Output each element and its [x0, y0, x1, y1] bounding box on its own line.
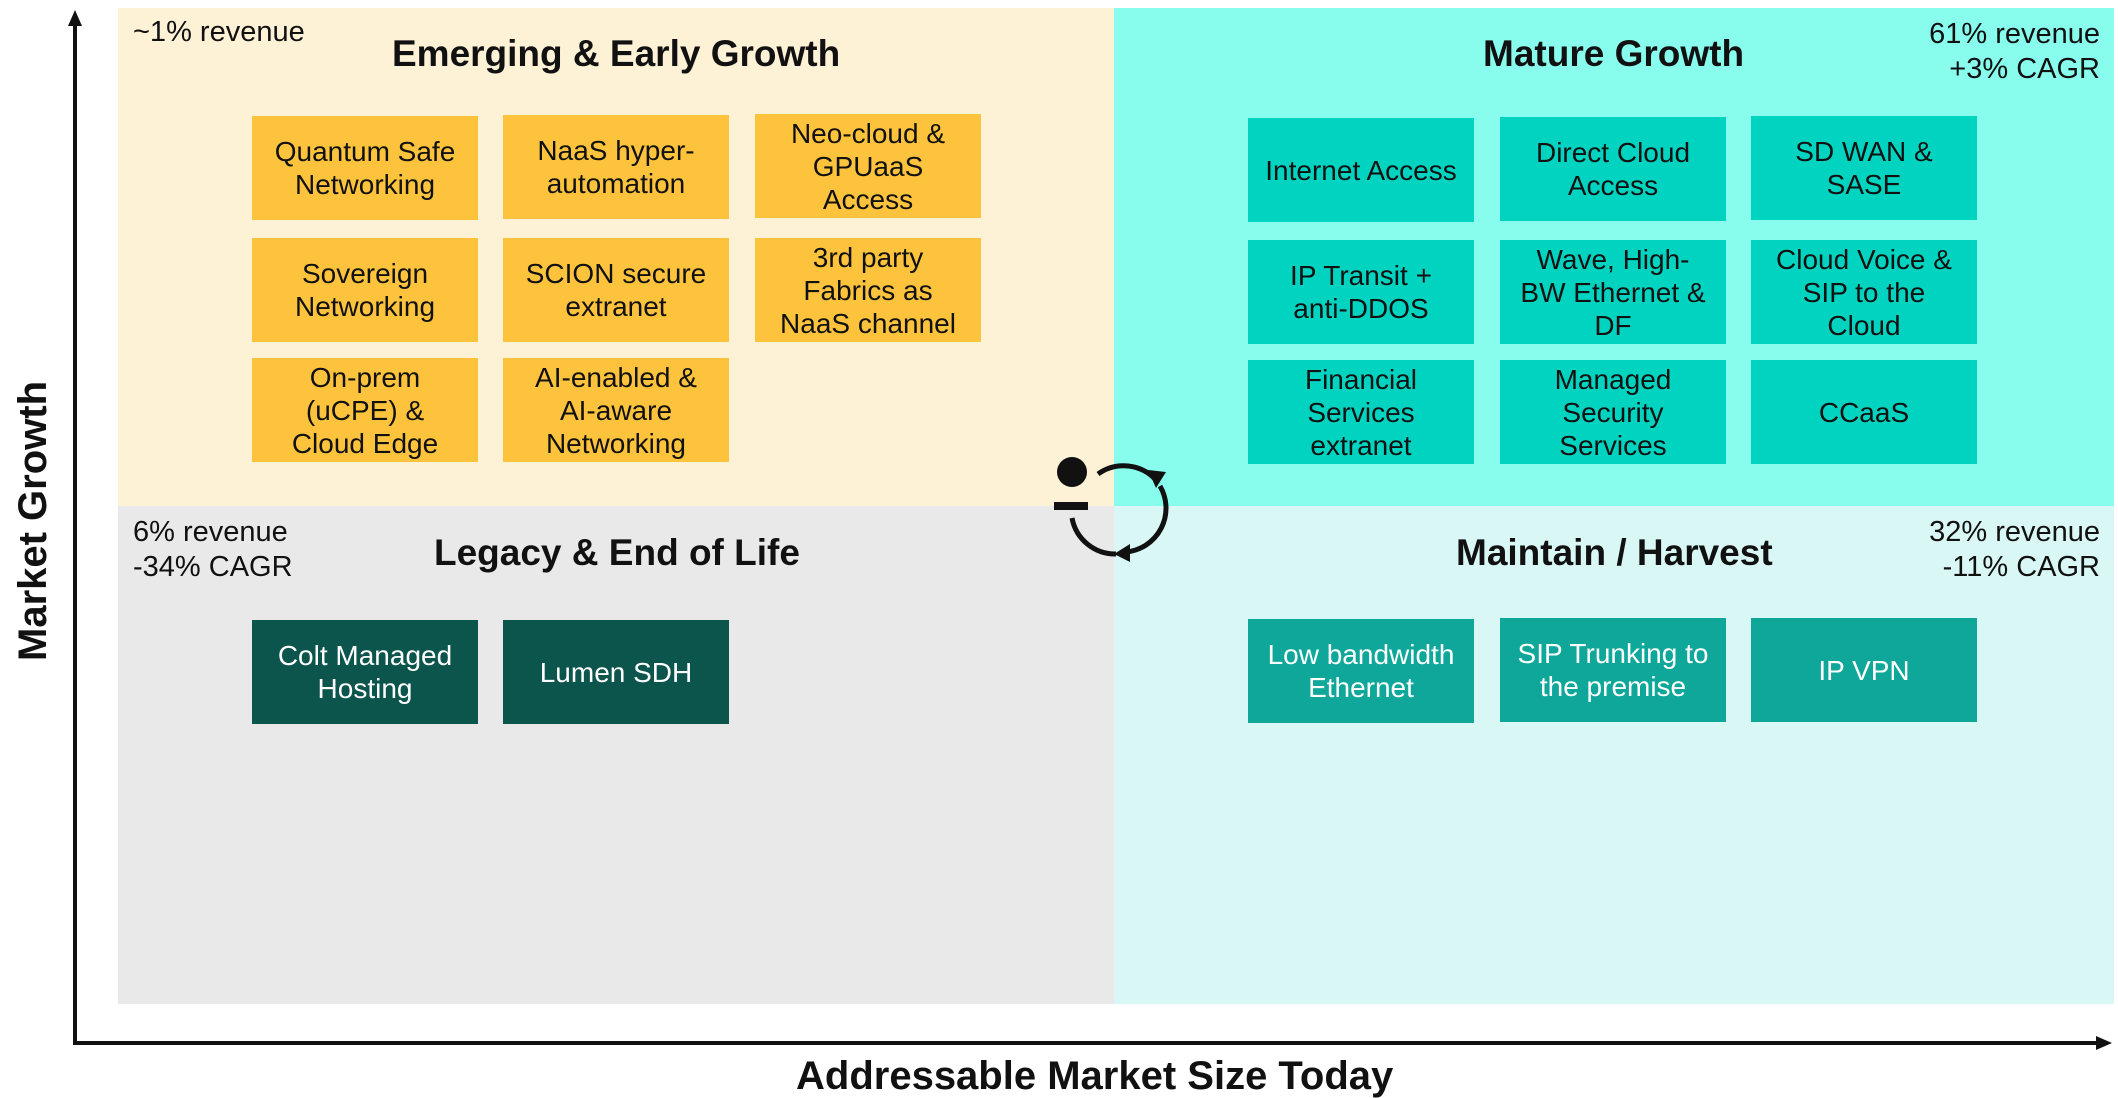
offering-box: SIP Trunking to the premise	[1500, 618, 1726, 722]
maintain-note: 32% revenue -11% CAGR	[1929, 516, 2100, 583]
mature-title: Mature Growth	[1483, 33, 1745, 74]
maintain-title: Maintain / Harvest	[1456, 532, 1773, 573]
offering-box: Financial Services extranet	[1248, 360, 1474, 464]
offering-box: CCaaS	[1751, 360, 1977, 464]
offering-box: Lumen SDH	[503, 620, 729, 724]
emerging-title: Emerging & Early Growth	[392, 33, 841, 74]
lifecycle-cycle-icon	[1054, 457, 1169, 562]
x-axis-arrow	[73, 1036, 2112, 1050]
offering-box: On-prem (uCPE) & Cloud Edge	[252, 358, 478, 462]
offering-box: Wave, High- BW Ethernet & DF	[1500, 240, 1726, 344]
legacy-title: Legacy & End of Life	[434, 532, 800, 573]
offering-box: Managed Security Services	[1500, 360, 1726, 464]
offering-box: SD WAN & SASE	[1751, 116, 1977, 220]
offering-box: Neo-cloud & GPUaaS Access	[755, 114, 981, 218]
offering-box: AI-enabled & AI-aware Networking	[503, 358, 729, 462]
offering-box: IP Transit + anti-DDOS	[1248, 240, 1474, 344]
quadrant-legacy	[118, 506, 1114, 1004]
offering-box: SCION secure extranet	[503, 238, 729, 342]
mature-note: 61% revenue +3% CAGR	[1929, 18, 2100, 85]
legacy-note: 6% revenue -34% CAGR	[133, 516, 293, 583]
x-axis-label: Addressable Market Size Today	[796, 1054, 1394, 1098]
offering-box: NaaS hyper- automation	[503, 115, 729, 219]
offering-box: 3rd party Fabrics as NaaS channel	[755, 238, 981, 342]
offering-box: Direct Cloud Access	[1500, 117, 1726, 221]
offering-box: IP VPN	[1751, 618, 1977, 722]
y-axis-label: Market Growth	[11, 380, 55, 661]
offering-box: Internet Access	[1248, 118, 1474, 222]
quadrant-maintain	[1114, 506, 2114, 1004]
y-axis-arrow	[68, 10, 82, 1043]
offering-box: Colt Managed Hosting	[252, 620, 478, 724]
offering-box: Low bandwidth Ethernet	[1248, 619, 1474, 723]
offering-box: Cloud Voice & SIP to the Cloud	[1751, 240, 1977, 344]
emerging-note: ~1% revenue	[133, 16, 305, 48]
offering-box: Sovereign Networking	[252, 238, 478, 342]
offering-box: Quantum Safe Networking	[252, 116, 478, 220]
